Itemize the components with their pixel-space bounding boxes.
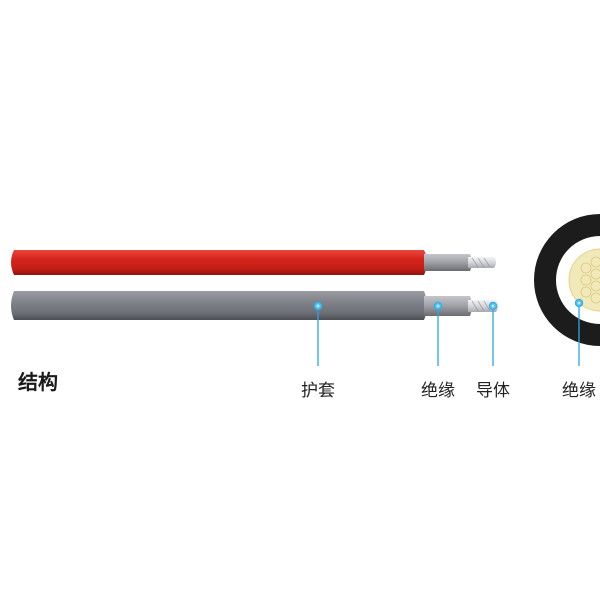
red-cable (11, 250, 496, 275)
structure-title: 结构 (18, 370, 58, 394)
jacket-label: 护套 (301, 381, 335, 401)
section-insulation-pointer-dot (574, 298, 584, 308)
conductor-pointer-dot (488, 301, 498, 311)
grey-cable-insulation (424, 296, 472, 316)
pointer-lines (317, 303, 580, 366)
cable-cross-section (534, 214, 600, 346)
pointer-dots (313, 298, 584, 311)
grey-cable-strands (471, 300, 491, 312)
conductor-label: 导体 (476, 381, 510, 401)
red-cable-insulation (424, 254, 472, 271)
insulation-label: 绝缘 (421, 381, 455, 401)
section-insulation-label: 绝缘 (562, 381, 596, 401)
red-cable-strands (471, 257, 491, 268)
cross-section-conductor (568, 248, 600, 312)
insulation-pointer-dot (433, 301, 443, 311)
cross-section-strands (580, 256, 600, 304)
grey-cable (11, 291, 498, 320)
red-cable-jacket (11, 250, 427, 275)
jacket-pointer-dot (313, 301, 323, 311)
grey-cable-jacket (11, 291, 427, 320)
